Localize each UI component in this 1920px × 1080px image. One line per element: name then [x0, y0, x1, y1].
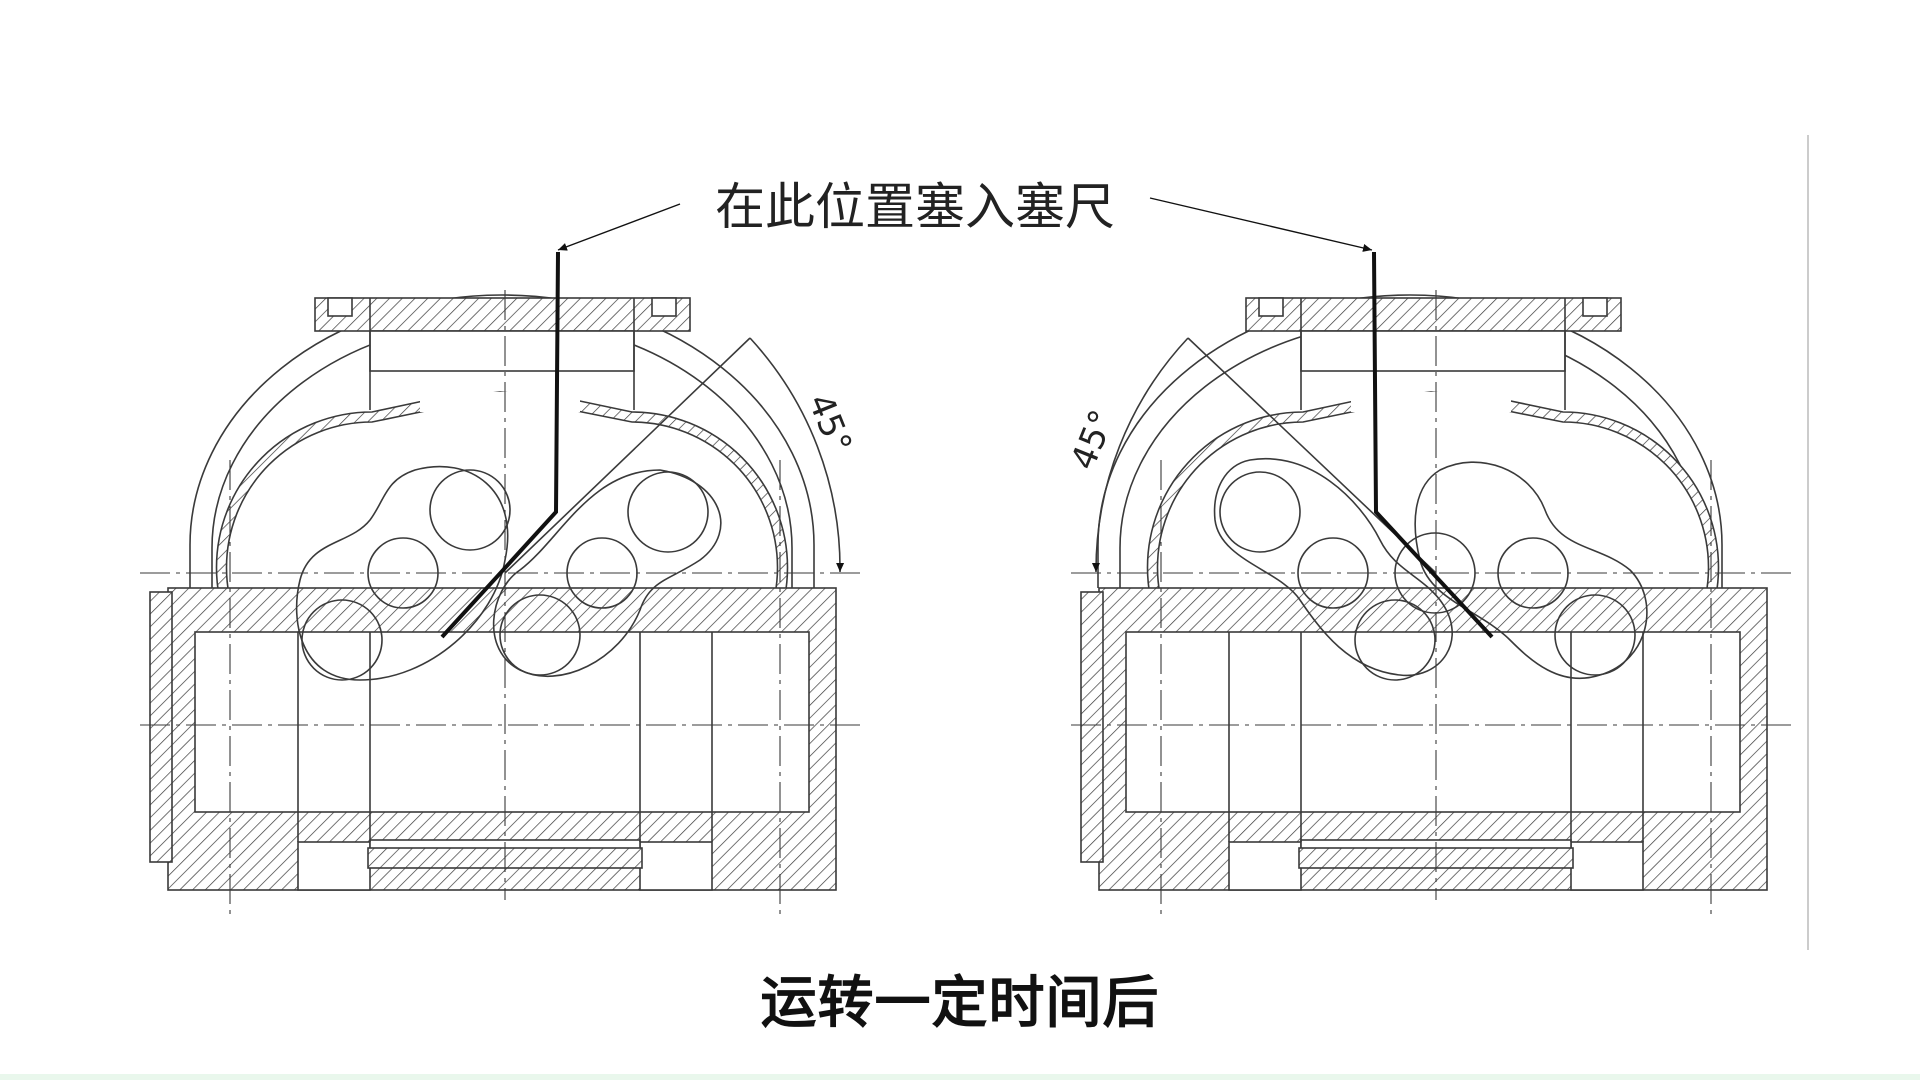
feeler-gauge	[1372, 251, 1494, 639]
feeler-gauge	[440, 251, 560, 639]
rotor-hole	[1554, 594, 1636, 676]
rotor-hole	[301, 599, 383, 681]
rotor-hole	[1354, 599, 1436, 681]
top-flange	[314, 297, 691, 332]
rotor-hole	[429, 469, 511, 551]
video-subtitle: 运转一定时间后	[759, 970, 1160, 1038]
outer-jacket	[1097, 294, 1723, 588]
right-pump-section: 45°	[1063, 251, 1791, 920]
angle-label-left: 45°	[800, 388, 860, 459]
angle-arc	[1091, 337, 1189, 573]
left-rotor	[295, 465, 509, 681]
callout: 在此位置塞入塞尺	[557, 178, 1373, 252]
rotor-hole	[1219, 471, 1301, 553]
end-cover	[1080, 591, 1104, 863]
top-flange	[1245, 297, 1622, 332]
right-rotor	[492, 469, 722, 678]
left-rotor	[1213, 457, 1453, 677]
angle-arc	[749, 337, 845, 573]
outer-jacket	[189, 294, 815, 588]
left-pump-section: 45°	[140, 251, 860, 920]
end-cover	[149, 591, 173, 863]
rotor-hole	[499, 594, 581, 676]
rotor-hole	[627, 471, 709, 553]
bottom-strip	[0, 1074, 1920, 1080]
callout-text: 在此位置塞入塞尺	[715, 178, 1115, 236]
